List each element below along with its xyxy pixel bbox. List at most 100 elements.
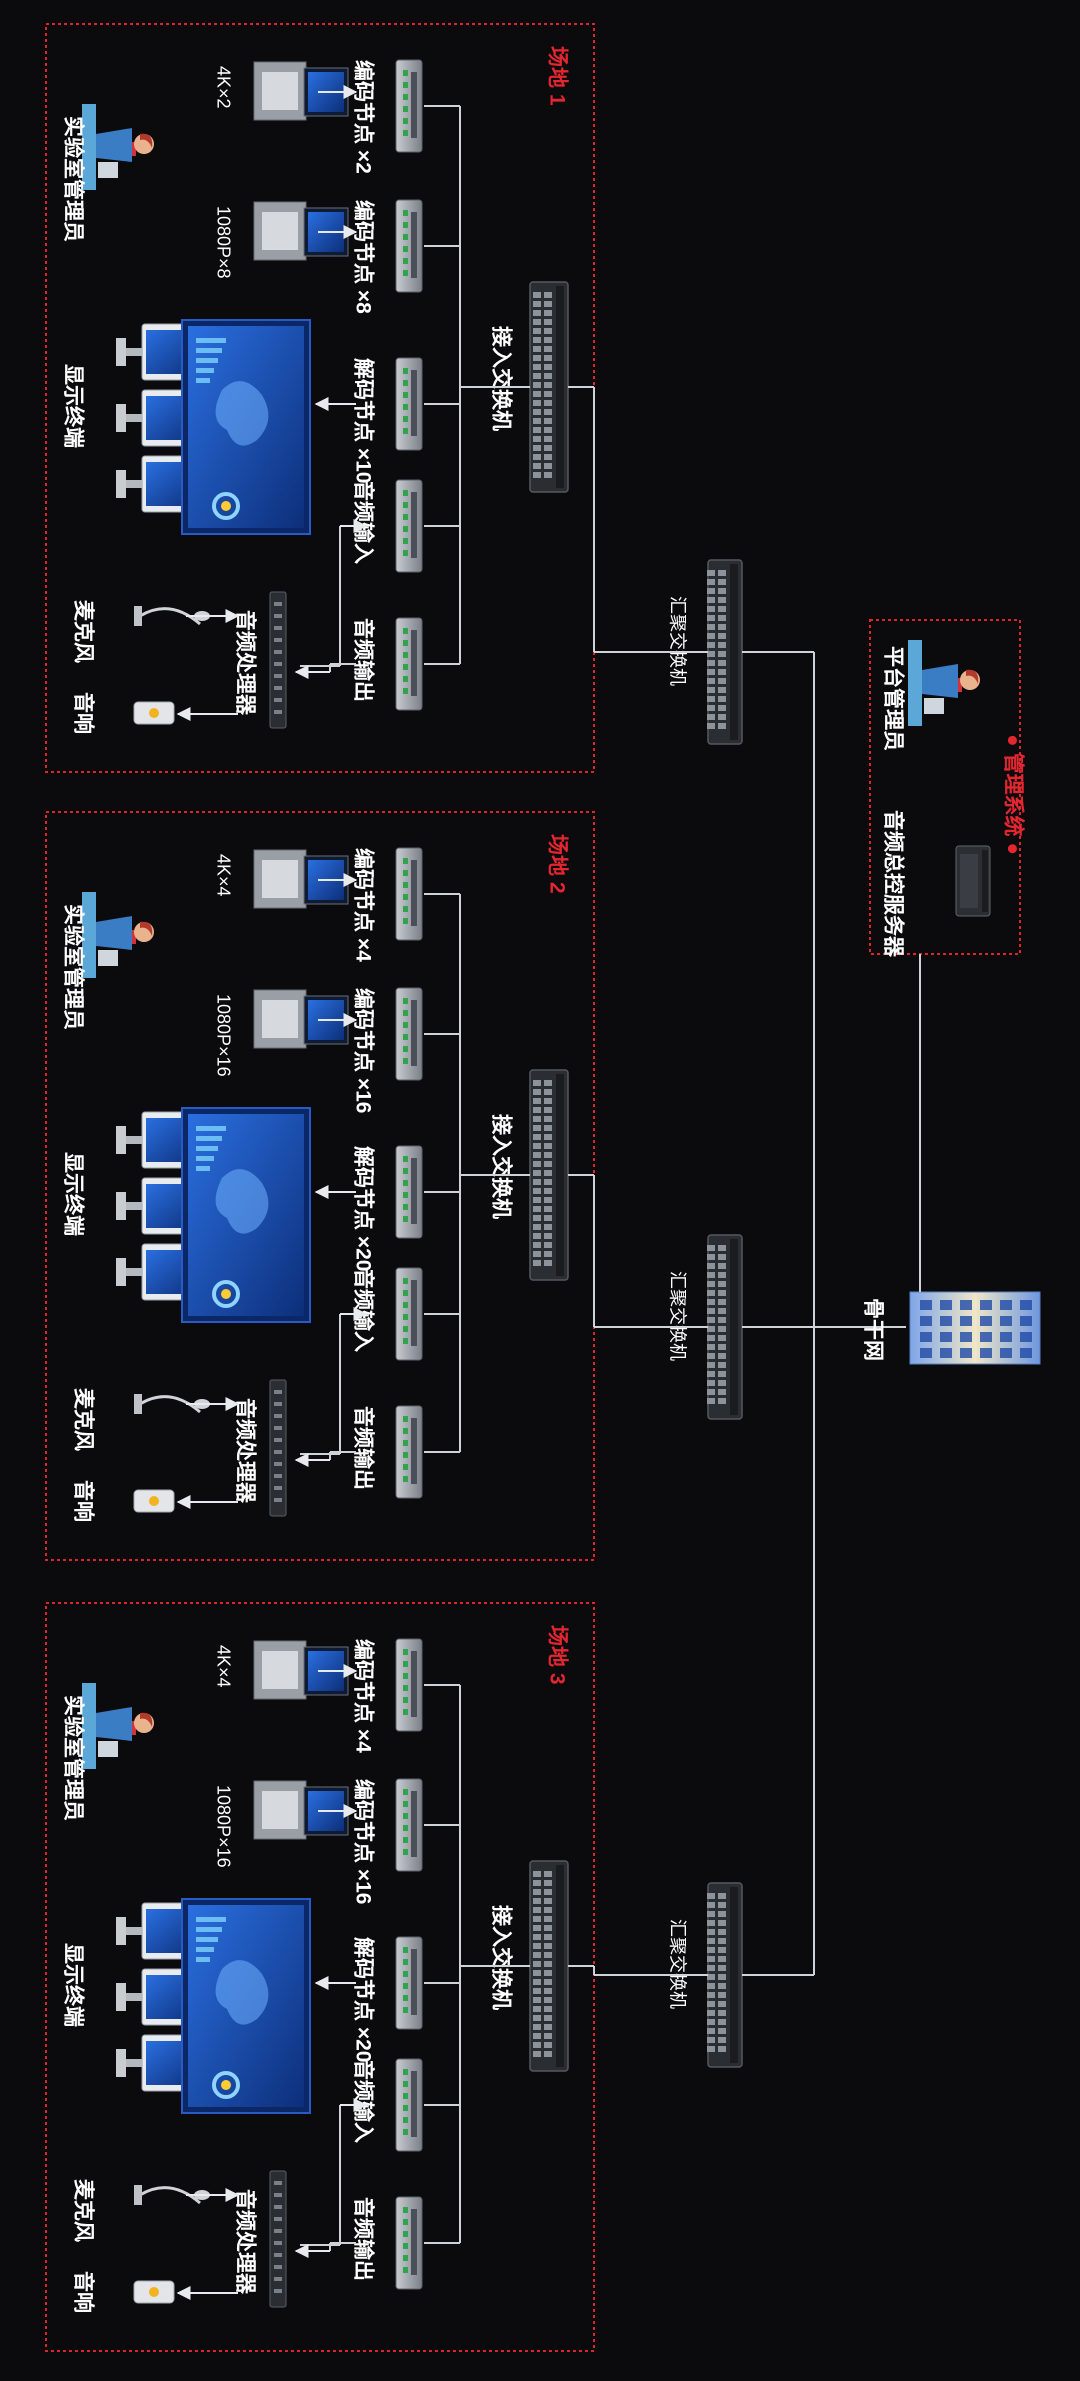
encoder-node-label-group: 编码节点 ×4: [351, 1639, 375, 1753]
building-window: [920, 1316, 932, 1326]
switch-port: [533, 2015, 541, 2021]
node-port-led: [403, 428, 408, 434]
switch-port: [533, 1889, 541, 1895]
monitor-base: [116, 1126, 126, 1154]
ring-chart-center: [221, 501, 231, 511]
node-port-led: [403, 1801, 408, 1807]
decoder-node-label: 解码节点 ×20: [351, 1937, 375, 2062]
switch-port: [533, 1988, 541, 1994]
switch-front: [556, 286, 564, 488]
server-front: [982, 850, 988, 912]
switch-port: [544, 382, 552, 388]
switch-port: [707, 1263, 715, 1269]
encoder-node-label: 编码节点 ×4: [351, 1639, 375, 1753]
switch-port: [544, 1206, 552, 1212]
audio-processor-label-group: 音频处理器: [233, 1398, 257, 1504]
switch-port: [533, 337, 541, 343]
encoder-node-label: 编码节点 ×4: [351, 848, 375, 962]
monitor-neck: [126, 1136, 142, 1144]
switch-port: [544, 445, 552, 451]
building-window: [1000, 1332, 1012, 1342]
node-port-led: [403, 210, 408, 216]
node-port-led: [403, 906, 408, 912]
switch-port: [544, 1952, 552, 1958]
access-switch-icon: [529, 1069, 569, 1281]
platform-admin-label: 平台管理员: [881, 646, 905, 751]
chart-bar-deco: [196, 1937, 218, 1942]
switch-port: [544, 391, 552, 397]
camera-face: [262, 212, 298, 250]
switch-port: [718, 1893, 726, 1899]
building-window: [960, 1316, 972, 1326]
switch-port: [544, 1907, 552, 1913]
processor-knob: [274, 602, 282, 606]
switch-port: [718, 2028, 726, 2034]
decoder-node-label: 解码节点 ×10: [351, 358, 375, 483]
switch-port: [533, 1170, 541, 1176]
switch-port: [718, 633, 726, 639]
decoder-node: [395, 1936, 423, 2030]
decoder-node: [395, 357, 423, 451]
node-body: [395, 1638, 423, 1732]
access-switch-label-group: 接入交换机: [489, 326, 513, 431]
switch-port: [533, 1997, 541, 2003]
switch-port: [718, 1272, 726, 1278]
switch-port: [544, 1098, 552, 1104]
switch-port: [533, 328, 541, 334]
audio-processor-label: 音频处理器: [233, 1398, 257, 1504]
node-port-led: [403, 2231, 408, 2237]
node-body: [395, 2058, 423, 2152]
node-port-led: [403, 1290, 408, 1296]
switch-port: [707, 1920, 715, 1926]
chart-bar-deco: [196, 1136, 222, 1141]
processor-knob: [274, 1390, 282, 1394]
aggregation-switch-label: 汇聚交换机: [667, 596, 687, 686]
node-port-led: [403, 550, 408, 556]
speaker-icon: [133, 701, 175, 725]
node-port-led: [403, 2267, 408, 2273]
building-window: [980, 1300, 992, 1310]
decoder-node: [395, 1145, 423, 1239]
switch-port: [533, 301, 541, 307]
camera-icon: [253, 989, 349, 1049]
speaker-label: 音响: [71, 1480, 95, 1522]
switch-port: [544, 454, 552, 460]
switch-port: [533, 1943, 541, 1949]
processor-knob: [274, 1450, 282, 1454]
encoder-node-label: 编码节点 ×2: [351, 60, 375, 174]
aggregation-switch-label-group: 汇聚交换机: [667, 1919, 687, 2009]
speaker-label-group: 音响: [71, 1480, 95, 1522]
decoder-node-label-group: 解码节点 ×20: [351, 1146, 375, 1271]
switch-port: [544, 463, 552, 469]
camera-face: [262, 1000, 298, 1038]
processor-knob: [274, 2193, 282, 2197]
switch-port: [544, 355, 552, 361]
mic-stem: [139, 2186, 201, 2205]
switch-port: [544, 1125, 552, 1131]
switch-port: [533, 1098, 541, 1104]
switch-port: [718, 624, 726, 630]
lab-admin-label: 实验室管理员: [61, 1695, 85, 1821]
camera-source-label-group: 4K×4: [213, 854, 233, 897]
switch-port: [718, 1326, 726, 1332]
audio-control-server-label: 音频总控服务器: [881, 810, 905, 958]
camera-source-label-group: 4K×2: [213, 66, 233, 109]
switch-port: [718, 606, 726, 612]
switch-port: [533, 1215, 541, 1221]
switch-port: [544, 1916, 552, 1922]
switch-port: [718, 1911, 726, 1917]
aggregation-switch-label: 汇聚交换机: [667, 1271, 687, 1361]
audio-input-label-group: 音频输入: [351, 480, 375, 564]
switch-port: [533, 1979, 541, 1985]
switch-port: [718, 660, 726, 666]
node-port-led: [403, 1326, 408, 1332]
switch-port: [544, 1188, 552, 1194]
node-port-led: [403, 106, 408, 112]
node-panel: [411, 630, 417, 696]
monitor-neck: [126, 480, 142, 488]
audio-output-node: [395, 617, 423, 711]
node-port-led: [403, 2255, 408, 2261]
switch-port: [544, 373, 552, 379]
speaker-icon: [133, 1489, 175, 1513]
